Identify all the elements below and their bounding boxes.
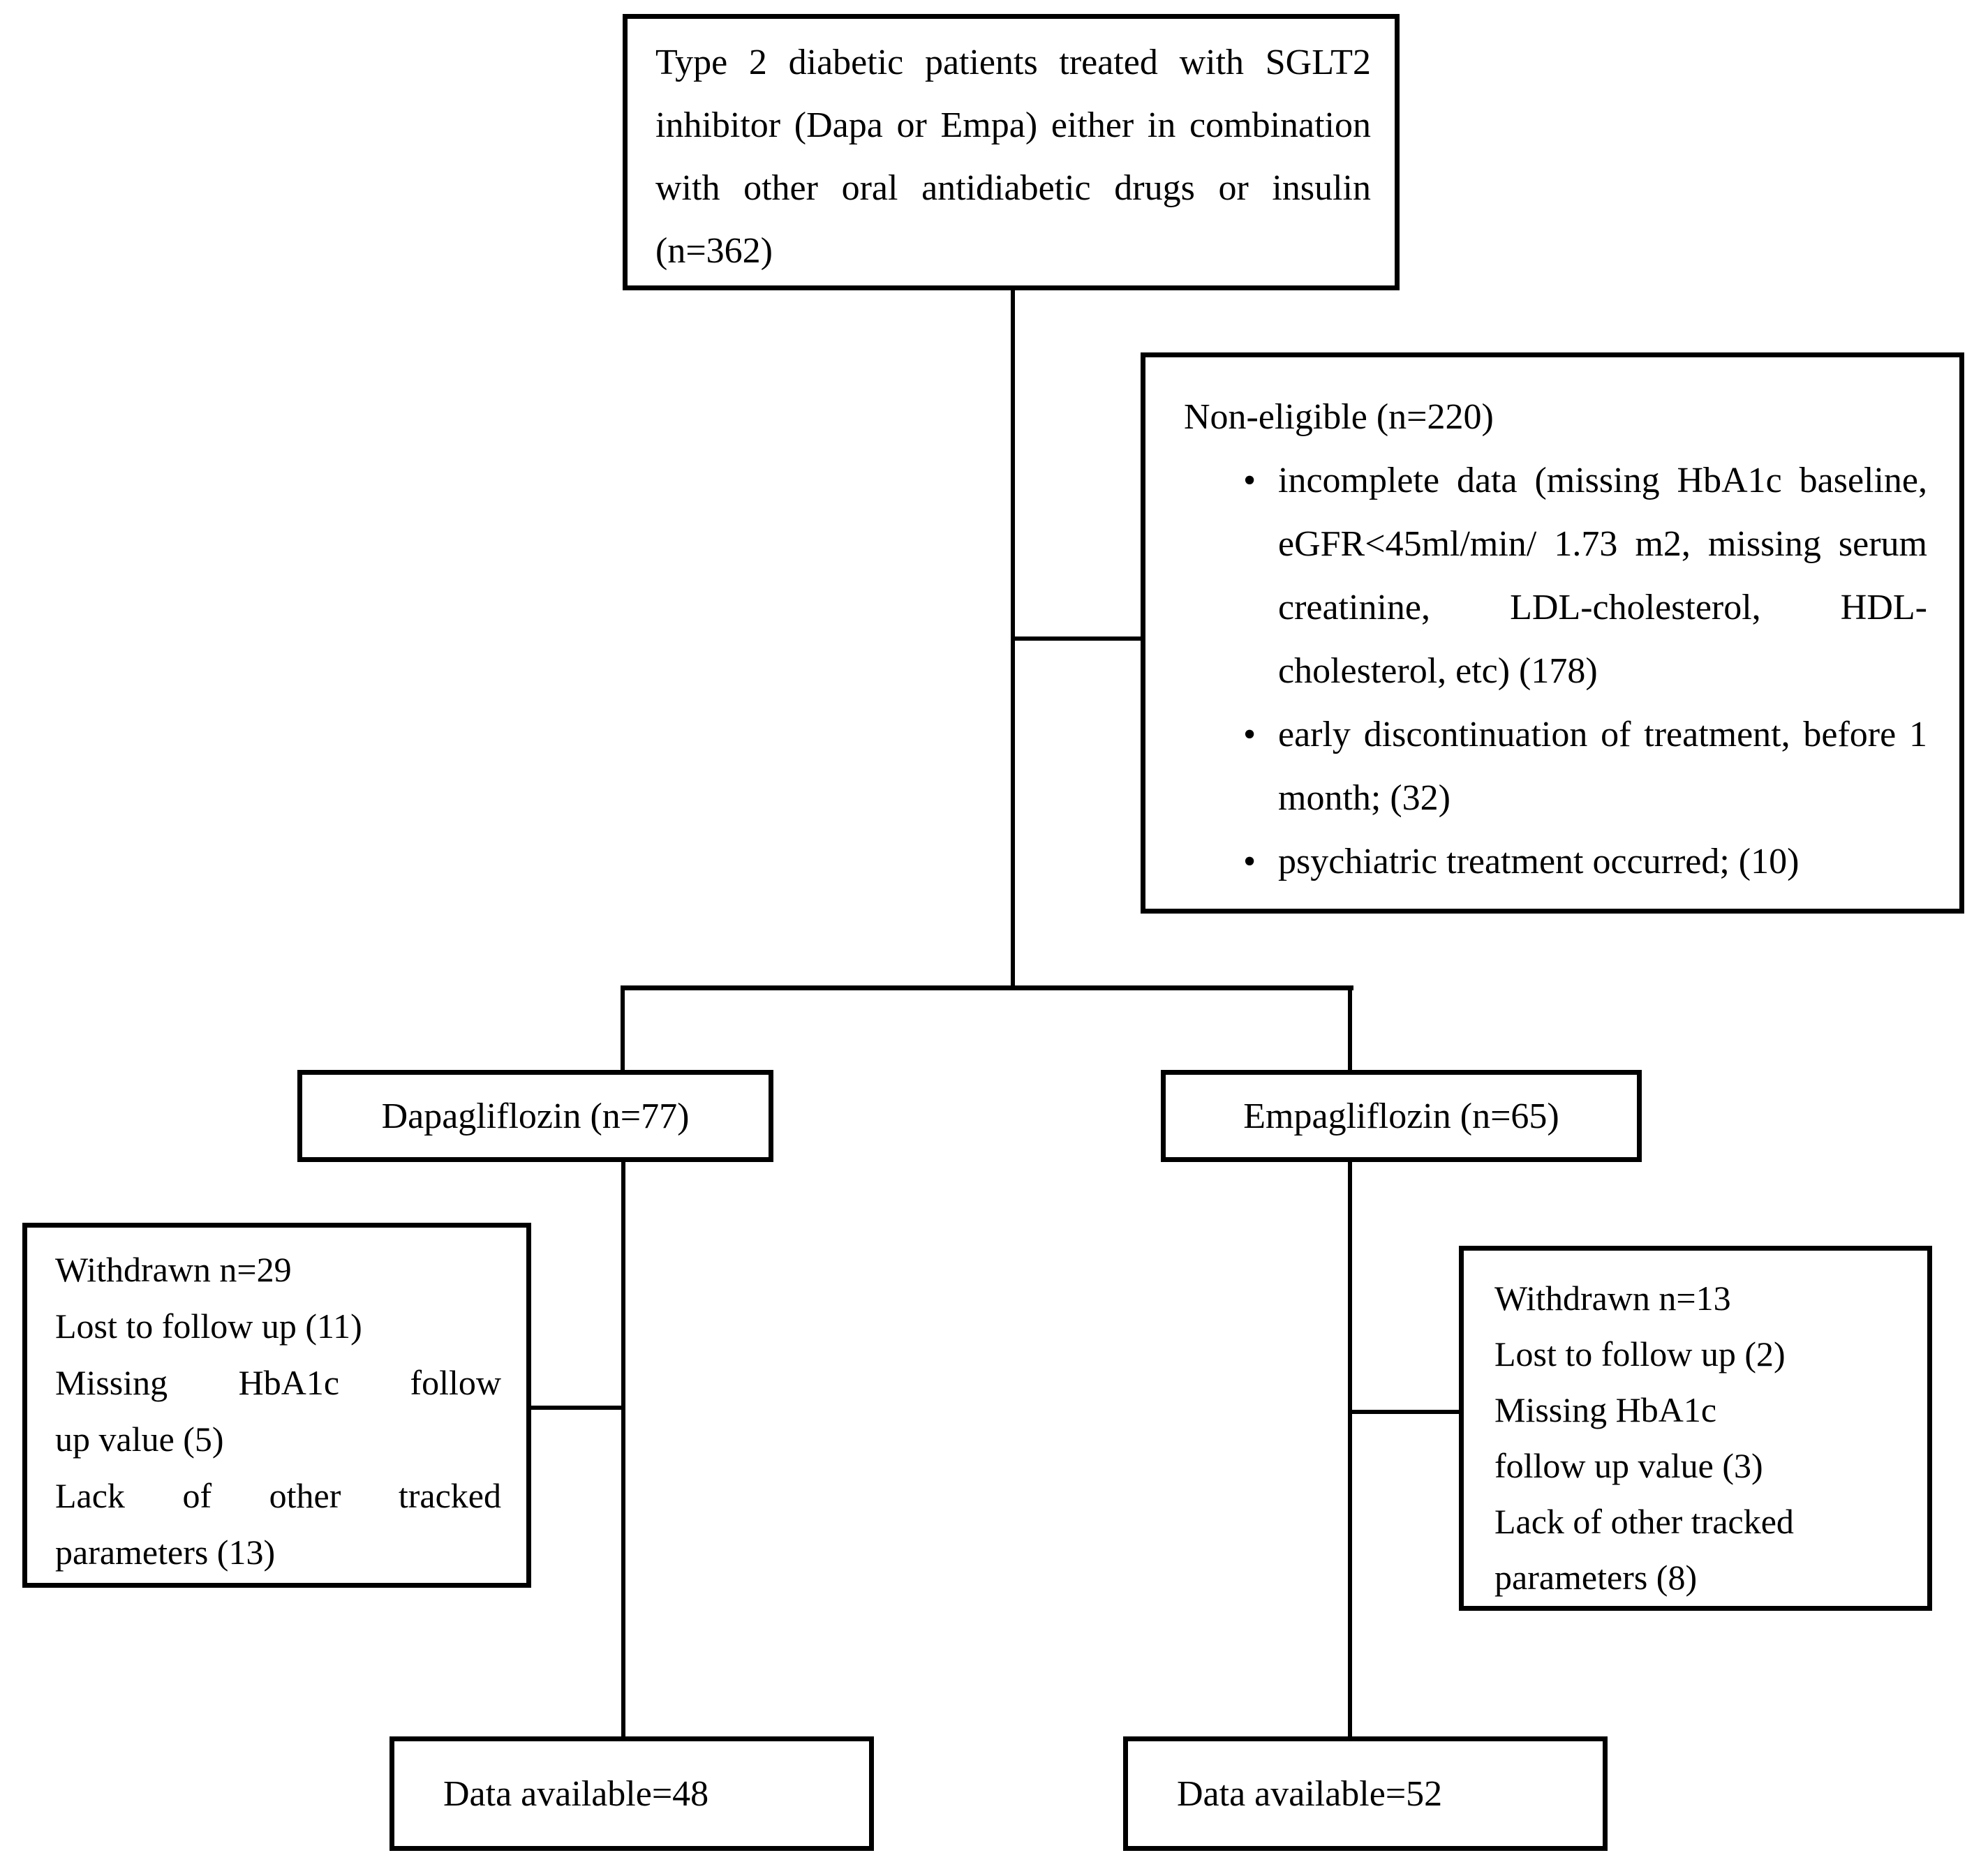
withdrawn-empa-box: Withdrawn n=13 Lost to follow up (2) Mis…	[1459, 1246, 1932, 1611]
withdrawn-empa-line: Withdrawn n=13	[1494, 1279, 1731, 1318]
withdrawn-dapa-box: Withdrawn n=29 Lost to follow up (11) Mi…	[22, 1223, 531, 1588]
population-text: Type 2 diabetic patients treated with SG…	[655, 43, 1371, 271]
withdrawn-empa-line: Lost to follow up (2)	[1494, 1334, 1786, 1374]
connector-dapa-arm-upper	[621, 985, 625, 1073]
dapagliflozin-arm-box: Dapagliflozin (n=77)	[297, 1070, 773, 1162]
connector-empa-arm-upper	[1348, 985, 1352, 1073]
non-eligible-box: Non-eligible (n=220) • incomplete data (…	[1141, 352, 1964, 914]
withdrawn-dapa-line: parameters (13)	[55, 1533, 276, 1572]
non-eligible-title: Non-eligible (n=220)	[1184, 397, 1494, 437]
withdrawn-dapa-line: Lost to follow up (11)	[55, 1306, 362, 1346]
withdrawn-dapa-line: up value (5)	[55, 1420, 224, 1459]
withdrawn-dapa-line: Missing HbA1c follow	[55, 1363, 501, 1402]
data-available-dapa-text: Data available=48	[443, 1773, 709, 1814]
connector-withdrawn-dapa-branch	[530, 1406, 623, 1410]
bullet-text: early discontinuation of treatment, befo…	[1278, 715, 1927, 818]
withdrawn-empa-line: Missing HbA1c	[1494, 1390, 1717, 1429]
bullet-text: psychiatric treatment occurred; (10)	[1278, 842, 1800, 881]
withdrawn-empa-line: Lack of other tracked	[1494, 1502, 1794, 1541]
population-box: Type 2 diabetic patients treated with SG…	[623, 14, 1400, 290]
data-available-empa-box: Data available=52	[1123, 1736, 1608, 1851]
withdrawn-dapa-line: Withdrawn n=29	[55, 1250, 292, 1289]
withdrawn-empa-line: follow up value (3)	[1494, 1446, 1763, 1485]
non-eligible-bullet-early-discontinuation: • early discontinuation of treatment, be…	[1243, 703, 1927, 830]
data-available-dapa-box: Data available=48	[389, 1736, 874, 1851]
connector-non-eligible-branch	[1011, 636, 1145, 641]
connector-split-bar	[621, 985, 1353, 990]
non-eligible-bullet-psychiatric-treatment: • psychiatric treatment occurred; (10)	[1243, 830, 1927, 893]
bullet-icon: •	[1243, 715, 1256, 754]
empagliflozin-arm-text: Empagliflozin (n=65)	[1243, 1096, 1559, 1136]
connector-empa-arm-lower	[1348, 1161, 1352, 1739]
non-eligible-bullet-incomplete-data: • incomplete data (missing HbA1c baselin…	[1243, 449, 1927, 703]
withdrawn-empa-line: parameters (8)	[1494, 1558, 1698, 1597]
withdrawn-dapa-line: Lack of other tracked	[55, 1476, 501, 1515]
bullet-text: incomplete data (missing HbA1c baseline,…	[1278, 461, 1927, 691]
empagliflozin-arm-box: Empagliflozin (n=65)	[1161, 1070, 1642, 1162]
data-available-empa-text: Data available=52	[1177, 1773, 1443, 1814]
bullet-icon: •	[1243, 842, 1256, 881]
dapagliflozin-arm-text: Dapagliflozin (n=77)	[381, 1096, 690, 1136]
connector-dapa-arm-lower	[621, 1161, 625, 1739]
bullet-icon: •	[1243, 461, 1256, 500]
connector-withdrawn-empa-branch	[1350, 1410, 1460, 1414]
